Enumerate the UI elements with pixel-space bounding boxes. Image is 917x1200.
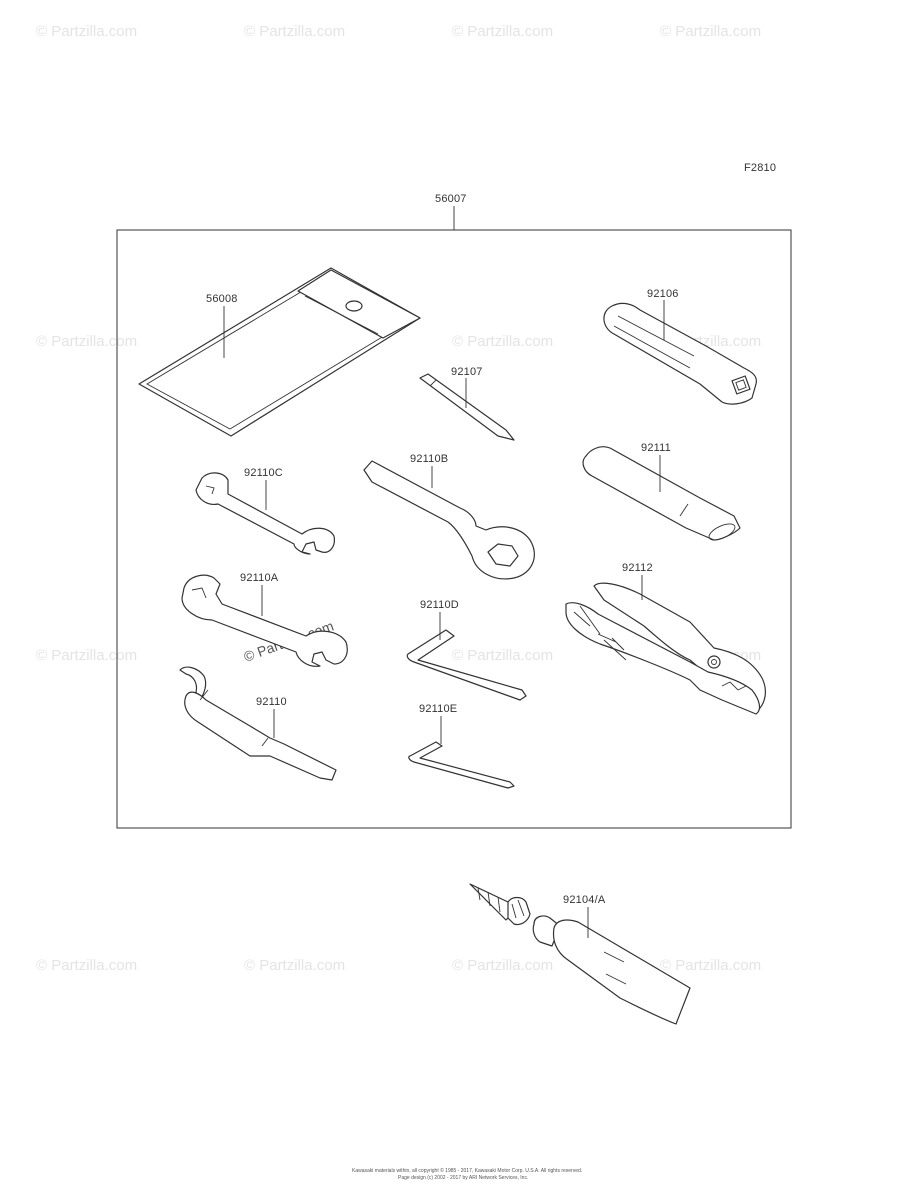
part-label-hex-key-small[interactable]: 92110E bbox=[419, 703, 457, 715]
part-label-box-wrench[interactable]: 92110B bbox=[410, 453, 448, 465]
part-label-hook-spanner[interactable]: 92110 bbox=[256, 696, 287, 708]
watermark: © Partzilla.com bbox=[36, 957, 137, 974]
watermark: © Partzilla.com bbox=[452, 333, 553, 350]
watermark: © Partzilla.com bbox=[660, 957, 761, 974]
hook-spanner[interactable] bbox=[179, 666, 337, 781]
watermark: © Partzilla.com bbox=[244, 23, 345, 40]
open-end-wrench-small[interactable] bbox=[195, 472, 335, 555]
open-end-wrench-large[interactable] bbox=[181, 574, 348, 667]
watermark: © Partzilla.com bbox=[452, 647, 553, 664]
watermark-layer: © Partzilla.com © Partzilla.com © Partzi… bbox=[36, 23, 761, 974]
part-label-open-wrench-large[interactable]: 92110A bbox=[240, 572, 279, 584]
hex-key-small[interactable] bbox=[408, 741, 515, 789]
watermark: © Partzilla.com bbox=[36, 647, 137, 664]
part-label-kit[interactable]: 56007 bbox=[435, 193, 467, 205]
screwdriver-handle[interactable] bbox=[603, 302, 757, 405]
watermark: © Partzilla.com bbox=[36, 333, 137, 350]
tool-pouch[interactable] bbox=[138, 267, 421, 437]
part-label-extension-bar[interactable]: 92111 bbox=[641, 442, 671, 454]
part-label-pliers[interactable]: 92112 bbox=[622, 562, 653, 574]
kit-frame bbox=[116, 229, 792, 829]
slip-joint-pliers[interactable] bbox=[565, 582, 766, 715]
part-label-screwdriver-handle[interactable]: 92106 bbox=[647, 288, 679, 300]
box-end-wrench[interactable] bbox=[363, 460, 535, 580]
figure-code: F2810 bbox=[744, 162, 776, 174]
part-label-open-wrench-small[interactable]: 92110C bbox=[244, 467, 283, 479]
watermark: © Partzilla.com bbox=[452, 957, 553, 974]
watermark: © Partzilla.com bbox=[244, 957, 345, 974]
tire-repair-kit[interactable] bbox=[469, 883, 691, 1025]
watermark: © Partzilla.com bbox=[36, 23, 137, 40]
part-label-screwdriver-bit[interactable]: 92107 bbox=[451, 366, 483, 378]
watermark: © Partzilla.com bbox=[660, 23, 761, 40]
extension-bar[interactable] bbox=[582, 446, 741, 544]
footer-page-design: Page design (c) 2002 - 2017 by ARI Netwo… bbox=[398, 1175, 528, 1181]
screwdriver-bit[interactable] bbox=[419, 373, 515, 441]
watermark: © Partzilla.com bbox=[452, 23, 553, 40]
part-label-hex-key-large[interactable]: 92110D bbox=[420, 599, 459, 611]
part-label-tire-repair-kit[interactable]: 92104/A bbox=[563, 894, 606, 906]
part-label-pouch[interactable]: 56008 bbox=[206, 293, 238, 305]
footer-copyright: Kawasaki materials within, all copyright… bbox=[352, 1167, 582, 1174]
hex-key-large[interactable] bbox=[406, 629, 527, 701]
